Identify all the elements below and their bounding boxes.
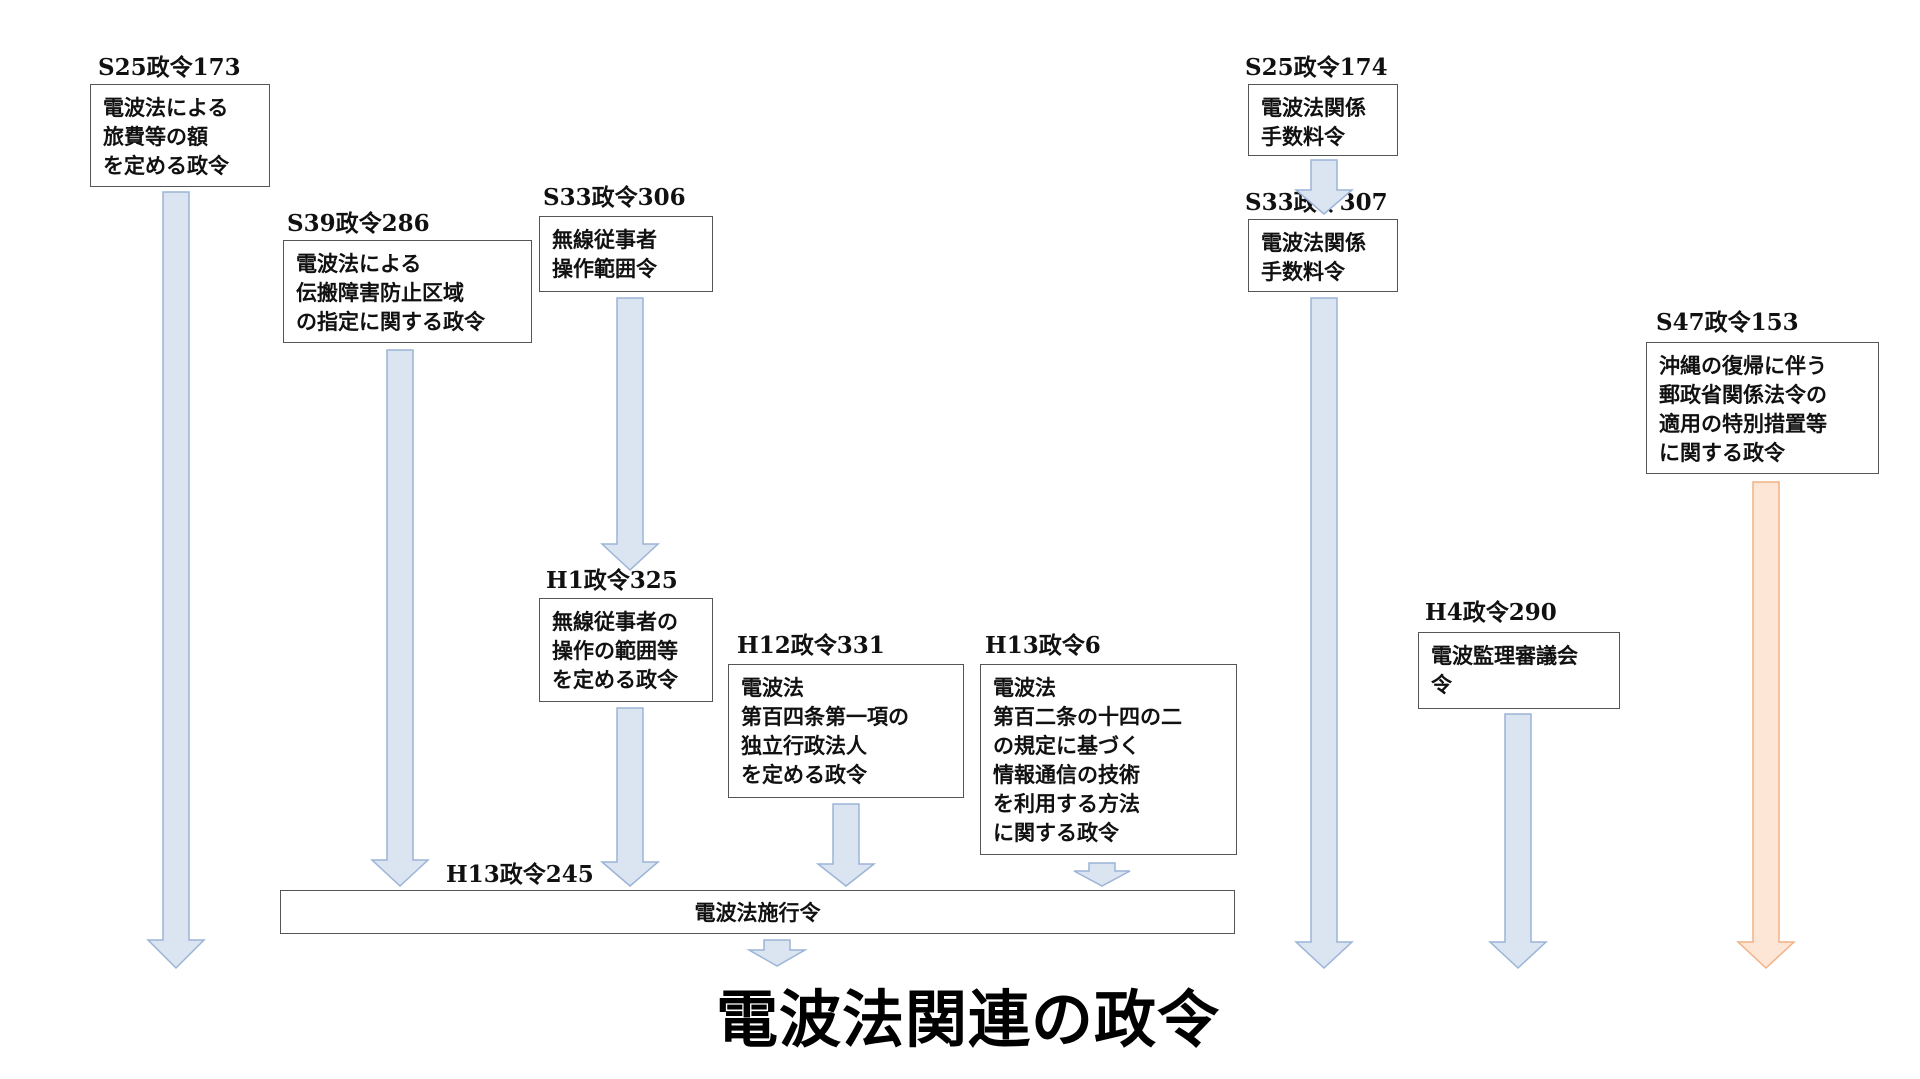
node-h1-325: 無線従事者の 操作の範囲等 を定める政令 xyxy=(539,598,713,702)
code-h1-325: H1政令325 xyxy=(546,567,678,594)
node-line: 操作の範囲等 xyxy=(552,638,678,663)
node-line: 電波法 xyxy=(741,675,804,700)
node-line: 情報通信の技術 xyxy=(993,762,1140,787)
node-line: 旅費等の額 xyxy=(103,124,208,149)
arrow-h1-325 xyxy=(599,707,661,887)
code-s39-286: S39政令286 xyxy=(287,210,430,237)
node-line: の規定に基づく xyxy=(993,733,1140,758)
node-line: 第百二条の十四の二 xyxy=(993,704,1182,729)
arrow-s47-153 xyxy=(1736,481,1796,970)
node-line: 無線従事者 xyxy=(552,227,657,252)
arrow-s25-173 xyxy=(146,191,206,970)
node-line: 第百四条第一項の xyxy=(741,704,909,729)
node-line: を定める政令 xyxy=(741,762,867,787)
node-line: 電波法 xyxy=(993,675,1056,700)
node-line: 電波法関係 xyxy=(1261,230,1366,255)
code-s33-306: S33政令306 xyxy=(543,184,686,211)
node-line: を利用する方法 xyxy=(993,791,1140,816)
node-line: に関する政令 xyxy=(993,820,1119,845)
node-h4-290: 電波監理審議会 令 xyxy=(1418,632,1620,709)
node-s33-306: 無線従事者 操作範囲令 xyxy=(539,216,713,292)
node-s25-174: 電波法関係 手数料令 xyxy=(1248,84,1398,156)
node-s33-307: 電波法関係 手数料令 xyxy=(1248,219,1398,292)
diagram-title: 電波法関連の政令 xyxy=(716,983,1221,1056)
code-h12-331: H12政令331 xyxy=(737,632,885,659)
node-line: の指定に関する政令 xyxy=(296,309,485,334)
node-line: を定める政令 xyxy=(552,667,678,692)
node-h13-245-label: 電波法施行令 xyxy=(694,900,821,925)
node-line: 適用の特別措置等 xyxy=(1659,411,1827,436)
arrow-h4-290 xyxy=(1488,713,1548,970)
node-line: 沖縄の復帰に伴う xyxy=(1659,353,1827,378)
arrow-s25-174 xyxy=(1293,159,1355,215)
node-line: 手数料令 xyxy=(1261,259,1345,284)
node-s39-286: 電波法による 伝搬障害防止区域 の指定に関する政令 xyxy=(283,240,532,343)
arrow-s33-307 xyxy=(1294,297,1354,970)
node-h12-331: 電波法 第百四条第一項の 独立行政法人 を定める政令 xyxy=(728,664,964,798)
node-line: 電波法関係 xyxy=(1261,95,1366,120)
node-line: 令 xyxy=(1431,672,1452,697)
node-line: に関する政令 xyxy=(1659,440,1785,465)
node-line: 操作範囲令 xyxy=(552,256,657,281)
code-s25-174: S25政令174 xyxy=(1245,54,1388,81)
code-h13-6: H13政令6 xyxy=(985,632,1101,659)
node-line: 独立行政法人 xyxy=(741,733,867,758)
node-line: を定める政令 xyxy=(103,153,229,178)
node-line: 無線従事者の xyxy=(552,609,678,634)
node-h13-245: 電波法施行令 xyxy=(280,890,1235,934)
arrow-h13-245 xyxy=(746,939,808,967)
node-line: 電波監理審議会 xyxy=(1431,643,1578,668)
code-h13-245: H13政令245 xyxy=(446,861,594,888)
node-s25-173: 電波法による 旅費等の額 を定める政令 xyxy=(90,84,270,187)
code-h4-290: H4政令290 xyxy=(1425,599,1557,626)
node-line: 郵政省関係法令の xyxy=(1659,382,1827,407)
arrow-s39-286 xyxy=(370,349,430,888)
arrow-s33-306 xyxy=(600,297,660,572)
node-line: 電波法による xyxy=(103,95,229,120)
node-line: 伝搬障害防止区域 xyxy=(296,280,464,305)
arrow-h12-331 xyxy=(815,803,877,887)
node-line: 手数料令 xyxy=(1261,124,1345,149)
code-s25-173: S25政令173 xyxy=(98,54,241,81)
node-s47-153: 沖縄の復帰に伴う 郵政省関係法令の 適用の特別措置等 に関する政令 xyxy=(1646,342,1879,474)
node-h13-6: 電波法 第百二条の十四の二 の規定に基づく 情報通信の技術 を利用する方法 に関… xyxy=(980,664,1237,855)
node-line: 電波法による xyxy=(296,251,422,276)
arrow-h13-6 xyxy=(1073,862,1131,887)
code-s47-153: S47政令153 xyxy=(1656,309,1799,336)
